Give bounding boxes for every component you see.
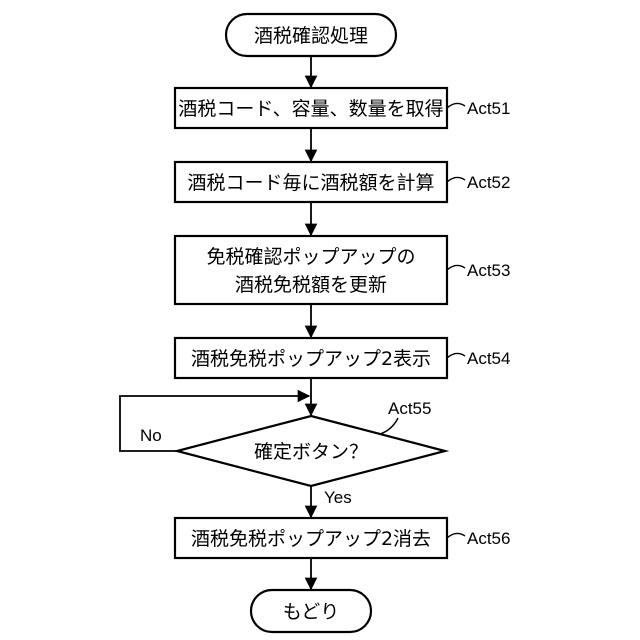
leader-act55 (380, 418, 398, 434)
act53-text-line2: 酒税免税額を更新 (235, 274, 387, 296)
act51-text: 酒税コード、容量、数量を取得 (178, 98, 443, 120)
act56-text: 酒税免税ポップアップ2消去 (191, 528, 431, 550)
label-act55: Act55 (388, 399, 431, 418)
leader-act53 (447, 265, 465, 270)
leader-act52 (447, 177, 465, 182)
decision-text: 確定ボタン？ (254, 441, 368, 463)
act52-text: 酒税コード毎に酒税額を計算 (187, 172, 434, 194)
label-act51: Act51 (467, 99, 510, 118)
leader-act51 (447, 103, 465, 108)
end-text: もどり (283, 601, 340, 623)
act54-text: 酒税免税ポップアップ2表示 (191, 348, 431, 370)
act53-text-line1: 免税確認ポップアップの (206, 246, 415, 268)
start-text: 酒税確認処理 (254, 25, 368, 47)
leader-act54 (447, 353, 465, 358)
label-act56: Act56 (467, 529, 510, 548)
label-act53: Act53 (467, 261, 510, 280)
label-act52: Act52 (467, 173, 510, 192)
leader-act56 (447, 533, 465, 538)
label-act54: Act54 (467, 349, 510, 368)
label-no: No (140, 426, 162, 445)
label-yes: Yes (324, 488, 352, 507)
